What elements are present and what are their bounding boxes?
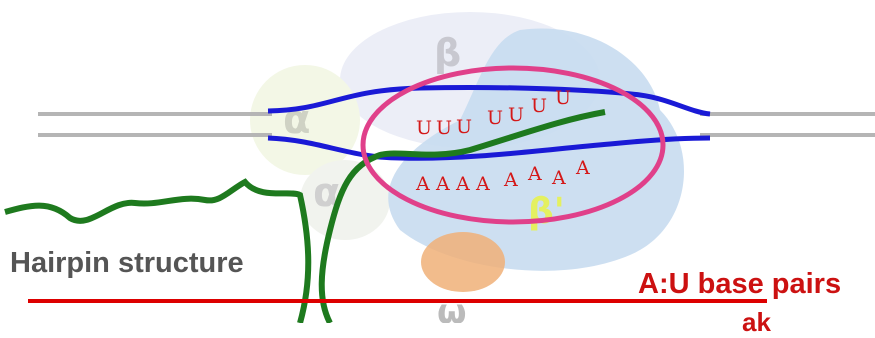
dna-base: A (575, 157, 590, 179)
rna-base: U (487, 107, 503, 129)
dna-base: A (435, 173, 450, 195)
dna-duplex-right (700, 112, 875, 137)
dna-base: A (455, 173, 470, 195)
omega-label: ω (437, 292, 467, 323)
rna-strand (318, 109, 606, 323)
dna-base: A (551, 167, 566, 189)
alpha-label-1: α (283, 97, 310, 143)
beta-label: β (434, 31, 461, 75)
dna-base: A (527, 163, 542, 185)
rna-base: U (416, 117, 432, 139)
dna-template-strand (267, 135, 711, 161)
omega-subunit-blob (421, 232, 505, 292)
beta-prime-label: β' (528, 191, 565, 232)
base-pairs-caption: A:U base pairs (638, 268, 842, 300)
dna-top-strand (267, 84, 711, 117)
dna-base: A (503, 169, 518, 191)
rna-base: U (531, 95, 547, 117)
rna-base: U (555, 87, 571, 109)
rna-uracil-bases: U U U U U U U (416, 87, 571, 139)
alpha-subunit-blob-2 (300, 160, 390, 240)
dna-duplex-left (38, 112, 272, 137)
hairpin-structure-caption: Hairpin structure (10, 247, 244, 279)
rna-polymerase-termination-diagram: β α α β' ω U U U U U U U A A A A A A A A (4, 12, 875, 323)
rna-hairpin-stem (4, 178, 312, 323)
rna-base: U (436, 117, 452, 139)
dna-base: A (475, 173, 490, 195)
dna-adenine-bases: A A A A A A A A (415, 157, 590, 195)
dna-base: A (415, 173, 430, 195)
rna-base: U (456, 116, 472, 138)
rna-base: U (508, 104, 524, 126)
highlight-ellipse (360, 65, 666, 225)
